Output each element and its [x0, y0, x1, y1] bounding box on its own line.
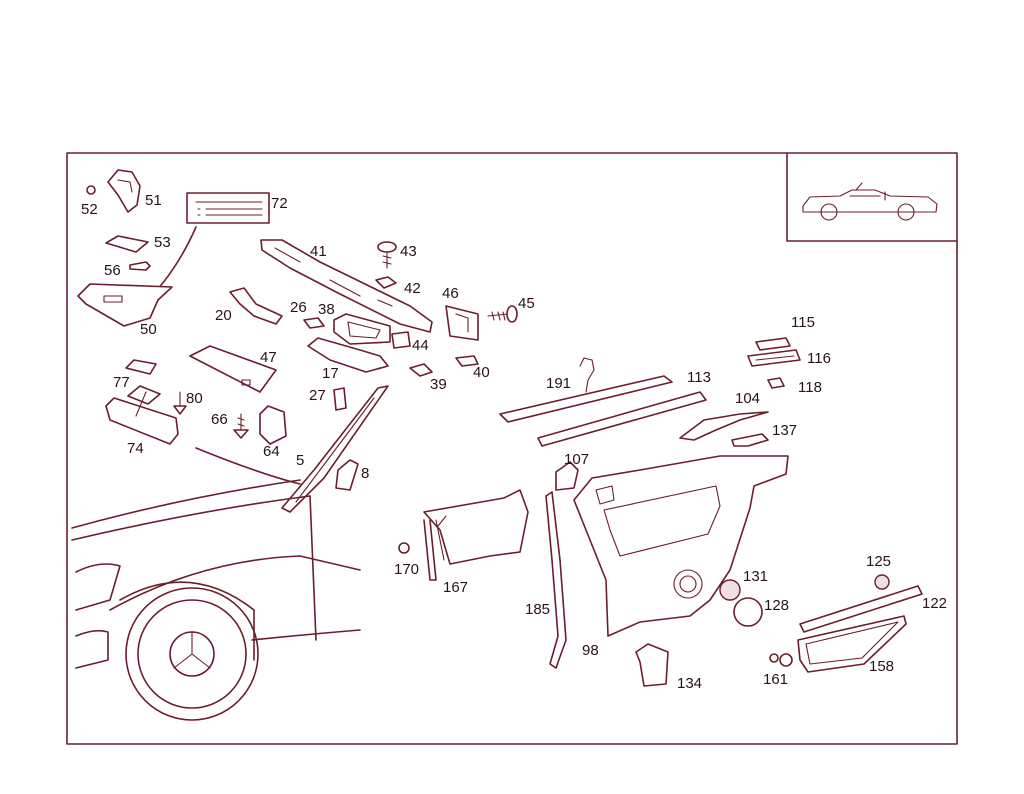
part-label-27: 27 [309, 387, 326, 404]
part-label-43: 43 [400, 243, 417, 260]
part-185-seal-strip [545, 491, 567, 669]
part-8-bracket [335, 459, 359, 491]
part-label-52: 52 [81, 201, 98, 218]
part-191-clip [579, 357, 595, 393]
part-74-rearview-mirror [105, 385, 179, 445]
convertible-car-icon [802, 182, 938, 221]
part-label-104: 104 [735, 390, 760, 407]
part-label-47: 47 [260, 349, 277, 366]
part-20-bracket [229, 287, 283, 325]
part-label-42: 42 [404, 280, 421, 297]
part-46-bracket [445, 305, 479, 341]
part-26-clip [303, 317, 325, 329]
part-167-kick-panel [423, 489, 529, 565]
part-label-66: 66 [211, 411, 228, 428]
part-label-170: 170 [394, 561, 419, 578]
part-label-185: 185 [525, 601, 550, 618]
part-label-115: 115 [791, 314, 815, 331]
part-label-44: 44 [412, 337, 429, 354]
part-label-40: 40 [473, 364, 490, 381]
part-64-block [259, 405, 287, 445]
part-5-a-pillar-trim [281, 385, 389, 513]
part-17-grab-handle [307, 337, 389, 373]
part-label-167: 167 [443, 579, 468, 596]
part-44-clip [391, 331, 411, 349]
part-labels: 52 51 72 53 56 50 41 43 42 46 45 20 26 3… [81, 192, 947, 692]
part-72-label-card [186, 192, 270, 224]
part-38-handle-base [333, 313, 391, 345]
part-label-158: 158 [869, 658, 894, 675]
part-label-161: 161 [763, 671, 788, 688]
part-42-nut [375, 276, 397, 289]
part-122-trim-strip [799, 585, 923, 633]
part-40-clip [455, 355, 479, 367]
part-label-53: 53 [154, 234, 171, 251]
part-label-77: 77 [113, 374, 130, 391]
convertible-thumbnail [786, 152, 958, 242]
part-53-cover [105, 235, 149, 253]
part-158-trim-panel [797, 615, 907, 673]
part-label-39: 39 [430, 376, 447, 393]
part-label-134: 134 [677, 675, 702, 692]
part-label-72: 72 [271, 195, 288, 212]
part-128-speaker [733, 597, 763, 627]
part-label-118: 118 [798, 379, 822, 396]
part-137-bracket [731, 433, 769, 447]
part-107-bracket [555, 461, 579, 491]
part-45-screw [487, 305, 518, 323]
part-label-137: 137 [772, 422, 797, 439]
part-label-45: 45 [518, 295, 535, 312]
part-label-80: 80 [186, 390, 203, 407]
car-front-outline [71, 447, 361, 721]
part-label-5: 5 [296, 452, 304, 469]
part-label-113: 113 [687, 369, 711, 386]
part-label-191: 191 [546, 375, 571, 392]
part-label-131: 131 [743, 568, 768, 585]
part-label-116: 116 [807, 350, 831, 367]
part-label-74: 74 [127, 440, 144, 457]
part-118-clip [767, 377, 785, 389]
part-label-38: 38 [318, 301, 335, 318]
part-98-side-panel [573, 455, 789, 637]
part-label-51: 51 [145, 192, 162, 209]
part-52-clip [86, 185, 96, 195]
part-label-98: 98 [582, 642, 599, 659]
part-43-screw [377, 241, 397, 269]
part-label-50: 50 [140, 321, 157, 338]
part-41-windshield-frame-trim [260, 239, 433, 333]
part-104-trim [679, 411, 769, 441]
part-label-64: 64 [263, 443, 280, 460]
part-115-molding [755, 337, 791, 351]
part-131-speaker-grille [719, 579, 741, 601]
part-27-clip [333, 387, 347, 411]
part-label-122: 122 [922, 595, 947, 612]
part-170-seal [398, 519, 437, 581]
part-label-46: 46 [442, 285, 459, 302]
diagram-frame [66, 152, 958, 745]
part-125-button [874, 574, 890, 590]
part-47-panel [189, 345, 277, 393]
part-113-sill-trim [499, 375, 707, 447]
part-label-56: 56 [104, 262, 121, 279]
part-label-8: 8 [361, 465, 369, 482]
part-66-screw [233, 413, 249, 439]
part-161-clip [769, 653, 793, 667]
part-80-screw [173, 391, 187, 415]
part-label-125: 125 [866, 553, 891, 570]
part-51-mirror-housing [107, 169, 141, 213]
part-77-plate [125, 359, 157, 375]
part-56-bulb [129, 261, 151, 271]
part-label-107: 107 [564, 451, 589, 468]
part-label-128: 128 [764, 597, 789, 614]
part-50-sun-visor [77, 283, 173, 327]
part-39-clip [409, 363, 433, 377]
part-label-20: 20 [215, 307, 232, 324]
part-134-bracket [635, 643, 669, 687]
part-label-26: 26 [290, 299, 307, 316]
part-label-17: 17 [322, 365, 339, 382]
part-116-molding [747, 349, 801, 367]
part-label-41: 41 [310, 243, 327, 260]
